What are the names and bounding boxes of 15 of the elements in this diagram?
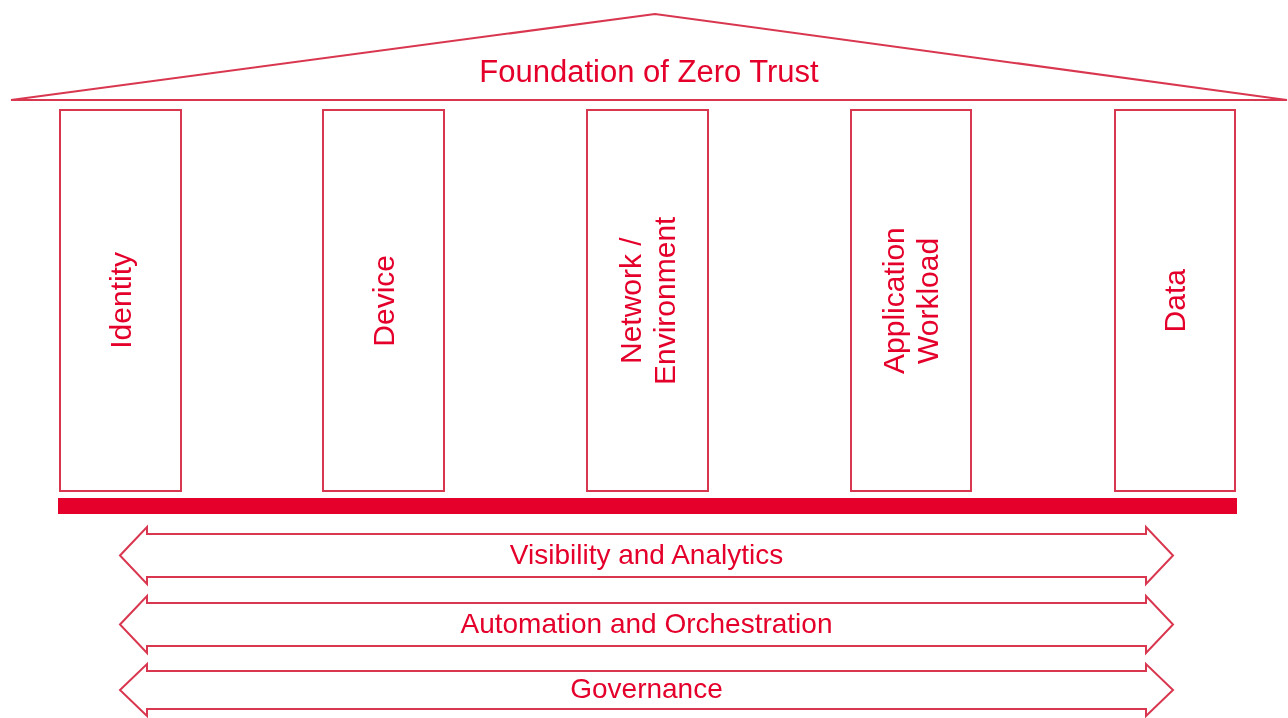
- pillar-box: [322, 109, 445, 492]
- pillar-box: [586, 109, 709, 492]
- base-bar: [58, 498, 1237, 514]
- band-label: Visibility and Analytics: [509, 538, 784, 570]
- pillar-box: [1114, 109, 1236, 492]
- pillar-label: Data: [1158, 268, 1192, 333]
- pillar-label: Network / Environment: [613, 215, 682, 387]
- band-label: Governance: [570, 673, 723, 704]
- pillar-box: [850, 109, 972, 492]
- pillar-label: Application Workload: [877, 226, 945, 376]
- pillar-label: Device: [366, 254, 401, 347]
- pillar-label: Identity: [103, 252, 138, 349]
- roof-title: Foundation of Zero Trust: [479, 54, 819, 89]
- band-label: Automation and Orchestration: [460, 607, 833, 639]
- pillar-box: [59, 109, 182, 492]
